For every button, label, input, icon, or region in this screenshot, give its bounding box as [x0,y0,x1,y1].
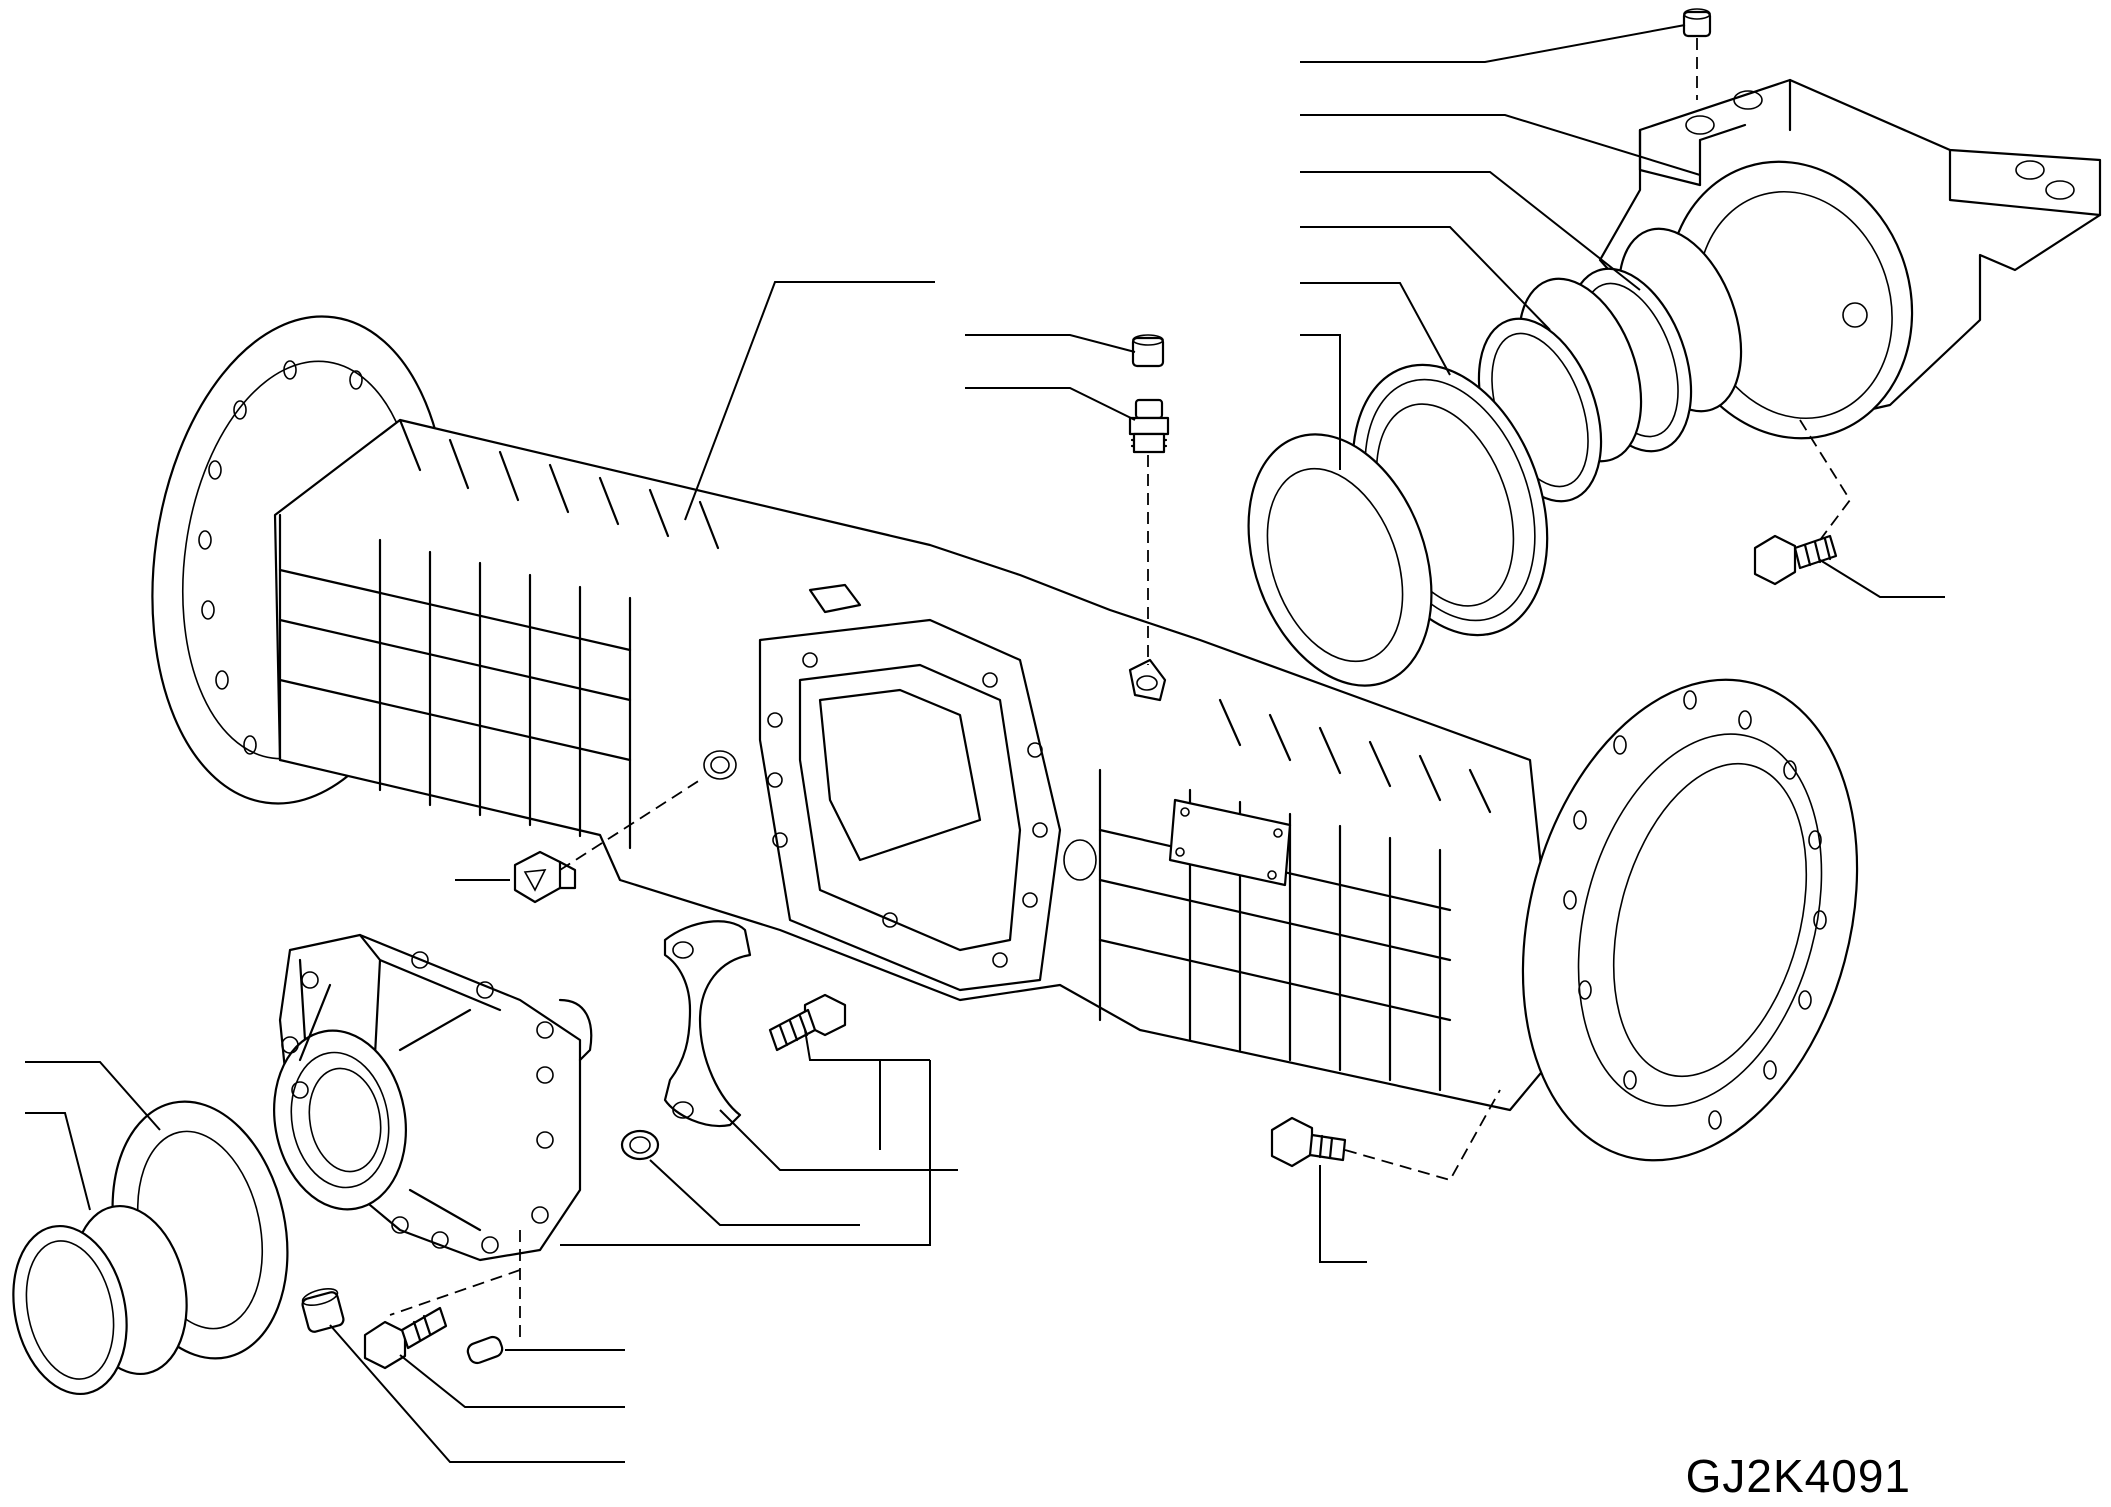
dowel-sleeve [620,1129,660,1161]
thrust-washer [1247,433,1433,687]
carrier-bolt-holes [281,951,554,1254]
right-flange-bolt-holes [1563,690,1827,1130]
callout-leader-lines [25,24,1945,1463]
center-bolt [768,993,847,1052]
assembly-dashed-lines [389,38,1852,1340]
left-flange-bolt-holes [198,360,397,755]
carrier-bearing-cup [12,1204,188,1396]
bearing-cap [663,920,752,1128]
housing-bolt-right [1270,1116,1347,1168]
flange-bolt-bottom [363,1306,448,1370]
breather-cap [1131,334,1165,368]
drain-plug-left [513,850,577,904]
name-plate [1168,798,1292,887]
breather-fitting [1128,398,1170,454]
dowel-pin [466,1335,504,1365]
bracket-bolt [1753,534,1838,586]
differential-carrier [273,933,593,1262]
drawing-code-label: GJ2K4091 [1685,1450,1911,1502]
cap-top [1682,8,1712,38]
plug-bottom [301,1287,345,1333]
axle-housing [151,315,1859,1162]
center-cover-bolt-holes [767,652,1048,968]
